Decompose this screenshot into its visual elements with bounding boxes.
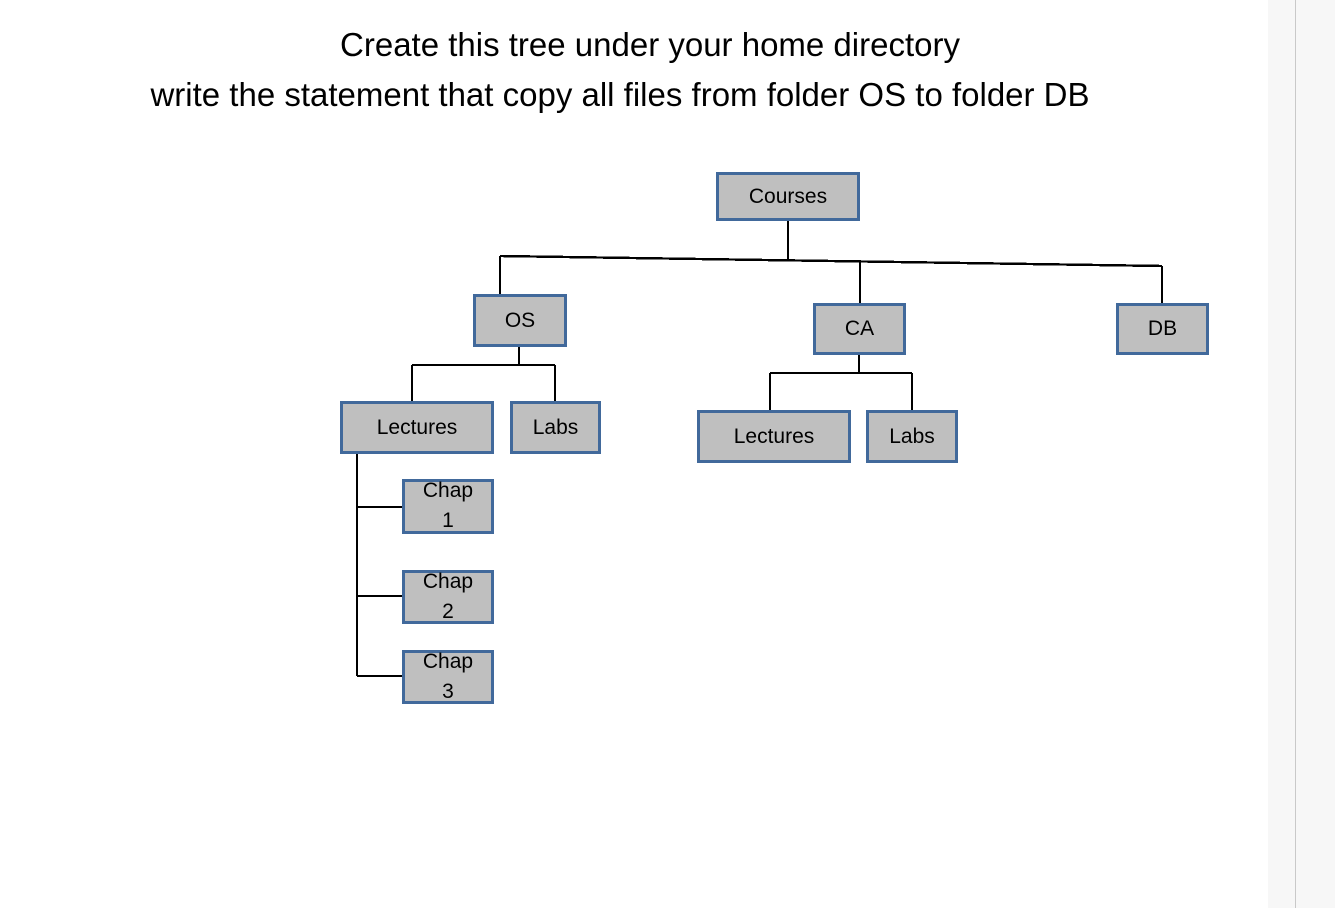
node-chap-2-label: Chap 2 bbox=[422, 570, 474, 623]
node-chap-3-label: Chap 3 bbox=[422, 650, 474, 703]
right-gutter bbox=[1268, 0, 1335, 908]
node-os-lectures[interactable]: Lectures bbox=[340, 401, 494, 454]
tree-connectors bbox=[355, 221, 1164, 678]
node-os-label: OS bbox=[504, 308, 536, 332]
directory-tree-diagram: Courses OS CA DB Lectures Labs Lectures … bbox=[340, 172, 1209, 704]
node-ca-labs-label: Labs bbox=[889, 424, 935, 448]
node-chap-2[interactable]: Chap 2 bbox=[402, 570, 494, 624]
node-os-lectures-label: Lectures bbox=[376, 415, 458, 439]
connector-courses-bus bbox=[499, 254, 1163, 268]
document-sheet bbox=[0, 0, 1268, 908]
gutter-divider bbox=[1295, 0, 1296, 908]
node-ca-lectures-label: Lectures bbox=[733, 424, 815, 448]
node-os-labs[interactable]: Labs bbox=[510, 401, 601, 454]
node-db[interactable]: DB bbox=[1116, 303, 1209, 355]
node-ca-label: CA bbox=[844, 317, 875, 340]
node-os-labs-label: Labs bbox=[532, 415, 579, 439]
node-courses[interactable]: Courses bbox=[716, 172, 860, 221]
node-chap-1-label: Chap 1 bbox=[422, 479, 474, 532]
node-chap-3[interactable]: Chap 3 bbox=[402, 650, 494, 704]
node-os[interactable]: OS bbox=[473, 294, 567, 347]
node-ca-lectures[interactable]: Lectures bbox=[697, 410, 851, 463]
node-ca[interactable]: CA bbox=[813, 303, 906, 355]
node-ca-labs[interactable]: Labs bbox=[866, 410, 958, 463]
prompt-line-1: Create this tree under your home directo… bbox=[340, 26, 960, 63]
prompt-block: Create this tree under your home directo… bbox=[0, 0, 1240, 120]
node-courses-label: Courses bbox=[748, 184, 828, 208]
node-chap-1[interactable]: Chap 1 bbox=[402, 479, 494, 534]
prompt-line-2: write the statement that copy all files … bbox=[150, 76, 1090, 113]
node-db-label: DB bbox=[1147, 317, 1178, 340]
